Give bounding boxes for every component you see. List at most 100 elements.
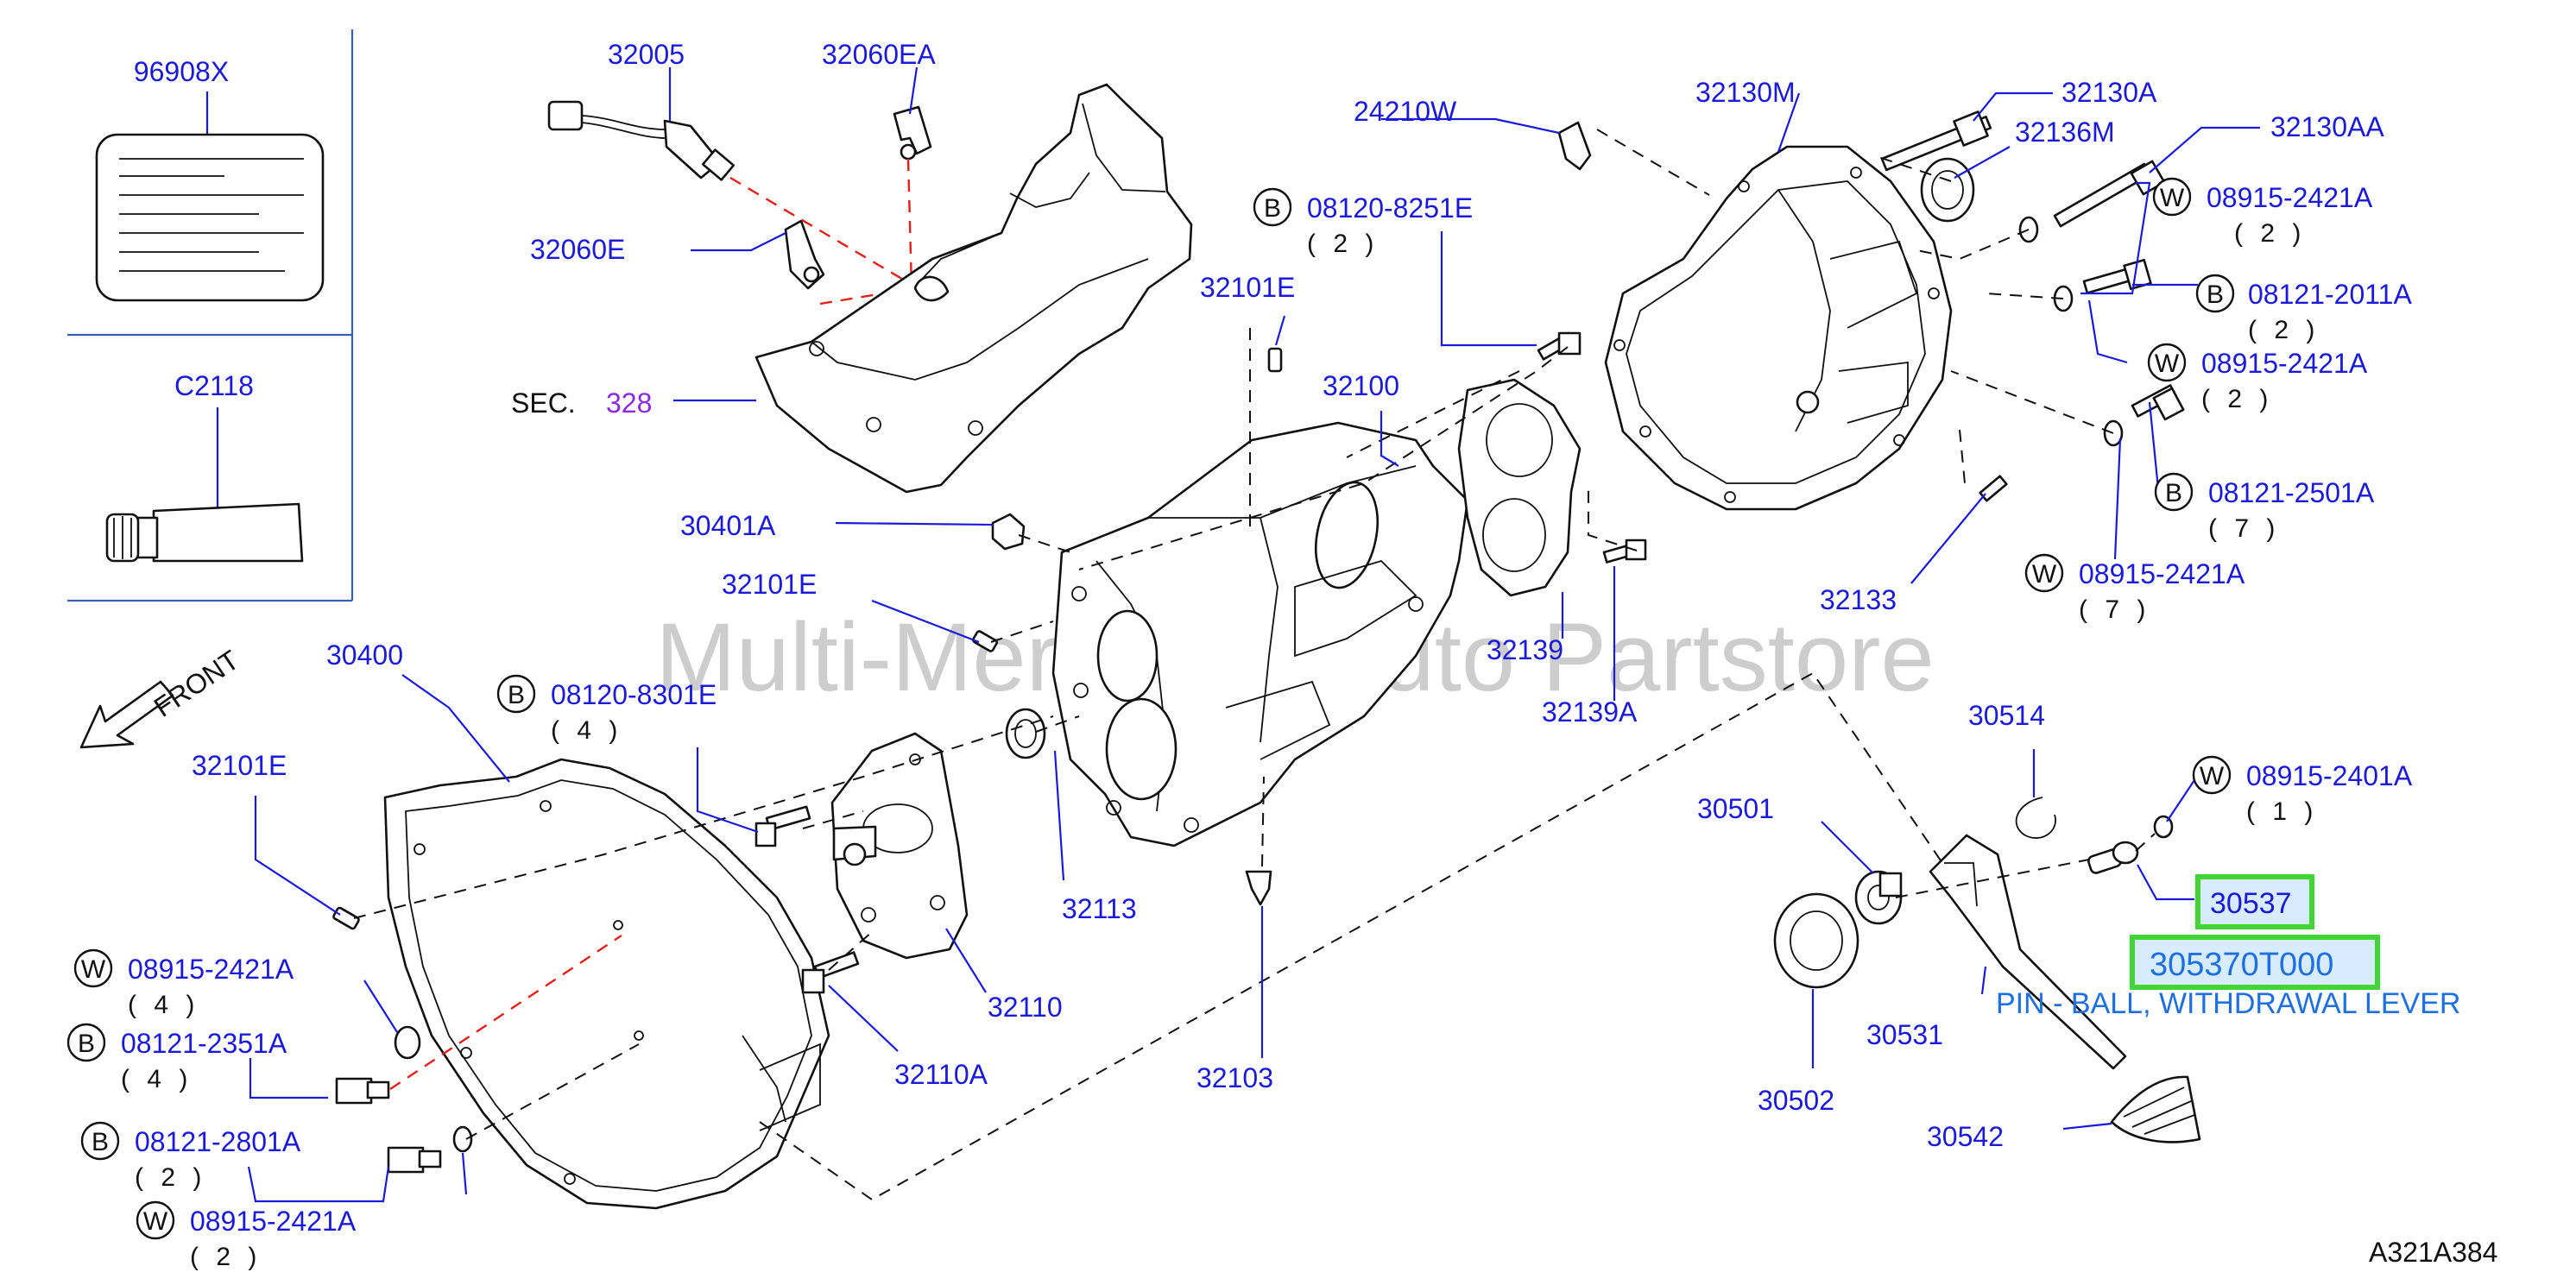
fastener-qty: ( 2 ) <box>135 1163 206 1192</box>
fastener-08915-2421A-r3: W 08915-2421A ( 7 ) <box>2024 553 2245 624</box>
callout-32113: 32113 <box>1062 893 1137 924</box>
washer-badge: W <box>2200 762 2225 791</box>
callout-32139: 32139 <box>1487 634 1563 665</box>
fastener-qty: ( 7 ) <box>2079 595 2150 624</box>
label-plate-icon <box>95 133 325 302</box>
part-number-highlight-box[interactable] <box>2130 935 2380 990</box>
callout-24210W: 24210W <box>1354 96 1457 127</box>
adapter-gasket <box>1457 378 1582 597</box>
fastener-part-number: 08915-2421A <box>190 1206 357 1237</box>
rear-adapter-housing <box>1604 145 1953 511</box>
sec-number: 328 <box>606 387 652 419</box>
part-callouts: 32005 32060EA 32060E 24210W 32130M 32130… <box>192 39 2497 1268</box>
callout-32103: 32103 <box>1196 1062 1273 1093</box>
fastener-qty: ( 4 ) <box>551 716 622 745</box>
callout-32139A: 32139A <box>1542 696 1638 728</box>
callout-32133: 32133 <box>1820 584 1897 615</box>
fastener-08121-2801A: B 08121-2801A ( 2 ) <box>80 1121 301 1192</box>
callout-32130M: 32130M <box>1695 77 1796 108</box>
fastener-qty: ( 4 ) <box>121 1065 193 1093</box>
fastener-part-number: 08120-8301E <box>551 679 717 710</box>
fastener-part-number: 08121-2011A <box>2248 279 2412 310</box>
highlighted-part-description[interactable]: PIN - BALL, WITHDRAWAL LEVER <box>1996 987 2460 1020</box>
label-plate-part-number: 96908X <box>134 56 229 87</box>
fastener-part-number: 08915-2421A <box>2207 182 2373 213</box>
fastener-08915-2421A-l2: W 08915-2421A ( 2 ) <box>136 1200 357 1271</box>
callout-32110A: 32110A <box>894 1059 988 1090</box>
bolt-badge: B <box>78 1030 95 1058</box>
fastener-callouts: B 08120-8251E ( 2 ) W 08915-2421A ( 2 ) … <box>66 177 2413 1271</box>
extension-housing <box>754 83 1193 494</box>
sealant-tube-icon <box>105 502 304 563</box>
assembly-dashed-lines <box>353 129 2156 1201</box>
fastener-part-number: 08915-2421A <box>2079 558 2245 589</box>
part-30537-highlight-box[interactable] <box>2195 874 2314 929</box>
callout-32130A: 32130A <box>2061 77 2157 108</box>
clutch-housing <box>383 758 830 1210</box>
callout-32101E-top: 32101E <box>1200 272 1295 303</box>
callout-32100: 32100 <box>1323 370 1399 401</box>
fastener-08915-2421A-r1: W 08915-2421A ( 2 ) <box>2152 177 2373 248</box>
bolt-badge: B <box>2207 280 2224 309</box>
callout-30501: 30501 <box>1697 793 1774 824</box>
bolt-badge: B <box>2165 479 2182 507</box>
fastener-qty: ( 2 ) <box>190 1243 262 1271</box>
highlighted-part-number[interactable]: 30537 <box>2210 887 2292 920</box>
callout-32005: 32005 <box>608 39 685 70</box>
washer-badge: W <box>2032 560 2057 589</box>
fastener-qty: ( 2 ) <box>2234 219 2306 248</box>
figure-code: A321A384 <box>2369 1237 2497 1268</box>
callout-32101E-left: 32101E <box>192 750 287 781</box>
fastener-qty: ( 2 ) <box>2201 385 2273 413</box>
switch-sensor-assembly <box>547 100 736 181</box>
callout-30514: 30514 <box>1968 700 2045 731</box>
callout-32110: 32110 <box>988 992 1063 1023</box>
fastener-part-number: 08915-2421A <box>128 954 294 985</box>
callout-32060E: 32060E <box>530 234 625 265</box>
bolt-badge: B <box>92 1128 109 1156</box>
washer-badge: W <box>81 955 106 984</box>
callout-30401A: 30401A <box>680 510 776 541</box>
highlighted-full-part-number[interactable]: 305370T000 <box>2150 947 2333 983</box>
fastener-qty: ( 1 ) <box>2246 797 2318 826</box>
fastener-08915-2421A-r2: W 08915-2421A ( 2 ) <box>2147 343 2368 413</box>
fastener-part-number: 08915-2401A <box>2246 760 2413 791</box>
highlighted-part[interactable]: 30537 305370T000 PIN - BALL, WITHDRAWAL … <box>1996 874 2460 1020</box>
callout-32136M: 32136M <box>2015 117 2115 148</box>
fastener-08120-8301E: B 08120-8301E ( 4 ) <box>496 674 717 745</box>
callout-30542: 30542 <box>1927 1121 2004 1152</box>
fastener-part-number: 08121-2351A <box>121 1028 287 1059</box>
fastener-08915-2401A: W 08915-2401A ( 1 ) <box>2192 755 2413 826</box>
callout-32130AA: 32130AA <box>2270 111 2384 142</box>
callout-32101E-mid: 32101E <box>722 569 817 600</box>
fastener-08121-2501A: B 08121-2501A ( 7 ) <box>2154 472 2375 543</box>
bolt-badge: B <box>1264 194 1281 223</box>
fastener-part-number: 08121-2501A <box>2208 477 2375 508</box>
washer-badge: W <box>143 1207 168 1236</box>
fastener-qty: ( 7 ) <box>2208 514 2280 543</box>
inset-panel: 96908X C2118 <box>67 29 354 602</box>
callout-leader-lines <box>247 66 2260 1203</box>
clip-bracket-lower <box>784 219 825 290</box>
callout-30531: 30531 <box>1866 1019 1943 1050</box>
sec-prefix: SEC. <box>511 387 576 419</box>
fastener-qty: ( 2 ) <box>2248 316 2320 344</box>
callout-30502: 30502 <box>1758 1085 1834 1116</box>
washer-badge: W <box>2160 184 2185 212</box>
release-bearing-parts <box>1773 797 2201 1143</box>
callout-32060EA: 32060EA <box>822 39 936 70</box>
fastener-08915-2421A-l1: W 08915-2421A ( 4 ) <box>73 948 294 1019</box>
clip-bracket-upper <box>893 105 932 161</box>
front-cover <box>830 732 969 960</box>
fastener-08121-2011A: B 08121-2011A ( 2 ) <box>2195 274 2412 344</box>
transmission-case <box>1051 421 1469 847</box>
fastener-part-number: 08915-2421A <box>2201 348 2368 379</box>
front-direction-arrow: FRONT <box>79 644 244 749</box>
fastener-qty: ( 4 ) <box>128 991 199 1019</box>
fastener-part-number: 08121-2801A <box>135 1126 301 1157</box>
fastener-08121-2351A: B 08121-2351A ( 4 ) <box>66 1023 287 1093</box>
bolt-badge: B <box>508 681 525 709</box>
callout-30400: 30400 <box>326 639 403 671</box>
